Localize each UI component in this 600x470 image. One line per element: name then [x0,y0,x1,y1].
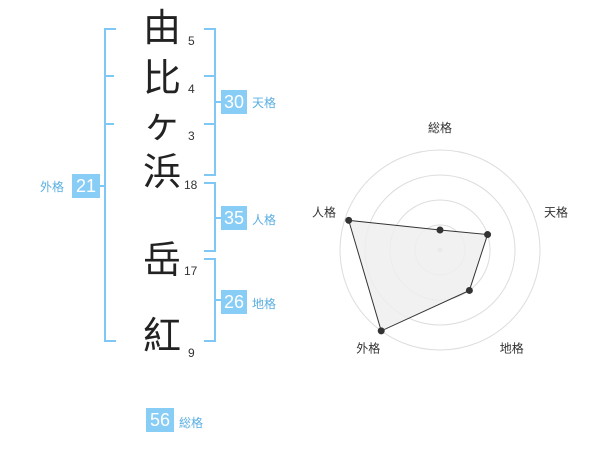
radar-axis-label-4: 外格 [356,341,380,356]
gaikaku-bracket-tick [104,123,114,125]
tenkaku-value-badge: 30 [221,90,247,114]
name-char-2: 比 [142,56,181,100]
tenkaku-bracket-tick [204,75,214,77]
radar-axis-label-2: 天格 [544,204,568,219]
radar-point-5 [345,216,353,224]
jinkaku-label: 人格 [252,213,277,227]
chikaku-bracket-connector [214,299,222,301]
stroke-count-3: 3 [188,129,195,143]
name-char-4: 浜 [142,150,181,194]
radar-point-1 [436,226,444,234]
radar-axis-label-5: 人格 [312,204,336,219]
tenkaku-bracket-tick [204,123,214,125]
stroke-count-4: 18 [184,178,198,192]
stroke-count-1: 5 [188,34,195,48]
jinkaku-value-badge: 35 [221,206,247,230]
radar-axis-label-3: 地格 [500,341,524,356]
name-char-5: 岳 [142,238,181,282]
gaikaku-bracket-tick [104,75,114,77]
gaikaku-bracket-connector [100,185,106,187]
chikaku-value-badge: 26 [221,290,247,314]
chikaku-label: 地格 [252,297,277,311]
name-char-1: 由 [142,6,181,50]
soukaku-value-badge: 56 [146,408,174,432]
tenkaku-bracket-connector [214,101,222,103]
radar-point-4 [377,327,385,335]
radar-axis-label-1: 総格 [428,120,452,135]
jinkaku-bracket-connector [214,217,222,219]
soukaku-label: 総格 [179,416,204,430]
radar-value-polygon [348,219,489,332]
radar-point-2 [484,231,492,239]
gaikaku-label: 外格 [40,180,65,194]
stroke-count-6: 9 [188,346,195,360]
stroke-count-5: 17 [184,264,198,278]
radar-grid-ring [339,149,541,351]
tenkaku-label: 天格 [252,96,277,110]
name-char-6: 紅 [142,314,181,358]
gaikaku-value-badge: 21 [72,174,100,198]
radar-point-3 [465,286,473,294]
name-char-3: ヶ [142,102,181,146]
stroke-count-2: 4 [188,82,195,96]
